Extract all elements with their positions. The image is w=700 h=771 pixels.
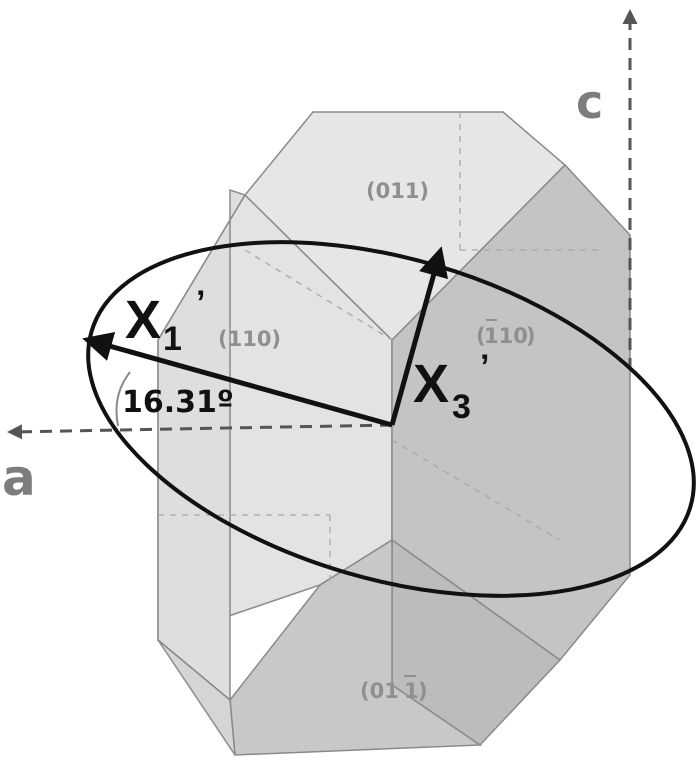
face-01bar1-label: (01 1 ) [360, 675, 428, 703]
c-axis-label: c [576, 75, 603, 129]
face-bar110-digits: 110 [484, 324, 528, 348]
svg-text:(: ( [476, 324, 486, 348]
face-left-cap [157, 188, 247, 702]
a-axis: a [2, 423, 393, 507]
x1-vector [82, 332, 393, 428]
x1-main: X [125, 290, 161, 350]
x3-vector [389, 246, 449, 426]
face-01bar1-prefix: (01 [360, 679, 399, 703]
face-110-label: (110) [218, 327, 281, 351]
crystal-body [157, 111, 631, 756]
face-01bar1-suffix: ) [418, 679, 428, 703]
c-axis: c [576, 9, 638, 370]
angle-label: 16.31º [122, 385, 234, 420]
svg-text:): ) [526, 324, 536, 348]
x3-sub: 3 [452, 388, 471, 426]
x3-label: X 3 ’ [413, 348, 489, 426]
x1-sub: 1 [163, 320, 182, 358]
face-011-label: (011) [366, 179, 429, 203]
face-bar110-label: ( 110 ) [476, 319, 536, 348]
x1-label: X 1 ’ [125, 284, 205, 358]
x3-main: X [413, 354, 449, 414]
a-axis-label: a [2, 449, 36, 507]
hidden-edges [158, 112, 600, 585]
x3-prime: ’ [480, 348, 489, 386]
x1-prime: ’ [196, 284, 205, 322]
face-01bar1-bar-digit: 1 [404, 679, 419, 703]
angle-arc [115, 371, 131, 427]
face-011 [243, 111, 567, 342]
face-bottom-left [157, 639, 236, 756]
